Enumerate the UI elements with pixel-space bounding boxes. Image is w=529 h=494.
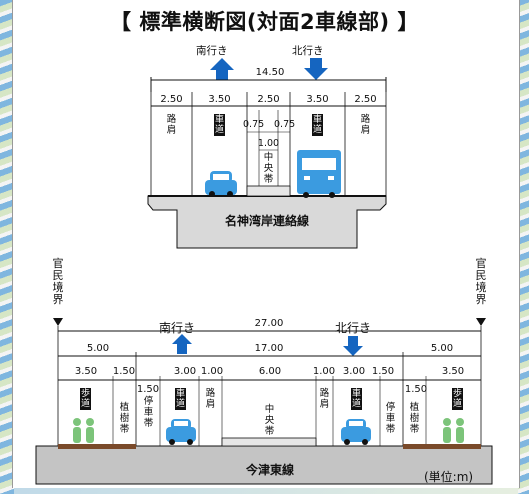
lower-width-3: 1.50 [136, 384, 160, 395]
map-strip-right [518, 0, 529, 494]
upper-width-4: 3.50 [306, 94, 329, 105]
pedestrian-icon-left [73, 418, 94, 443]
lower-width-7: 1.00 [312, 366, 336, 377]
upper-width-5: 2.50 [354, 94, 377, 105]
lower-width-2: 1.50 [112, 366, 136, 377]
south-arrow-lower-icon [172, 334, 192, 354]
lower-planting-right: 植樹帯 [409, 402, 420, 435]
lower-lane-left: 車道 [175, 388, 186, 410]
lower-center-width: 17.00 [254, 343, 284, 354]
boundary-label-left: 官民境界 [52, 257, 64, 306]
map-strip-left [0, 0, 14, 494]
upper-shoulder-right: 路肩 [360, 114, 371, 136]
road-ground [35, 437, 493, 485]
lower-total-width: 27.00 [254, 318, 284, 329]
lower-lane-right: 車道 [351, 388, 362, 410]
upper-width-3: 2.50 [257, 94, 280, 105]
lower-width-6: 6.00 [258, 366, 282, 377]
lower-width-1: 3.50 [74, 366, 98, 377]
lower-width-9: 1.50 [371, 366, 395, 377]
upper-median-width-left: 0.75 [243, 119, 265, 130]
north-arrow-icon [304, 58, 328, 80]
lower-planting-left: 植樹帯 [119, 402, 130, 435]
north-arrow-lower-icon [343, 336, 363, 356]
bridge-structure [147, 185, 387, 249]
lower-shoulder-right: 路肩 [319, 388, 330, 410]
lower-width-11: 3.50 [441, 366, 465, 377]
car-lower-right-icon [341, 419, 371, 445]
lower-median: 中央帯 [264, 404, 275, 437]
upper-width-1: 2.50 [160, 94, 183, 105]
lower-shoulder-left: 路肩 [205, 388, 216, 410]
lower-road-name: 今津東線 [245, 463, 294, 477]
lower-direction-north: 北行き [335, 321, 372, 335]
lower-parking-right: 停車帯 [385, 402, 396, 435]
upper-lane-right: 車道 [312, 114, 323, 136]
upper-direction-south: 南行き [196, 45, 228, 57]
diagram-title: 【 標準横断図(対面2車線部) 】 [110, 10, 419, 34]
lower-width-5: 1.00 [200, 366, 224, 377]
upper-total-width: 14.50 [255, 67, 285, 78]
upper-median-center: 1.00 [257, 138, 280, 149]
lower-width-4: 3.00 [173, 366, 197, 377]
lower-side-right: 5.00 [430, 343, 454, 354]
car-icon [205, 171, 237, 197]
pedestrian-icon-right [443, 418, 464, 443]
lower-width-10: 1.50 [404, 384, 428, 395]
lower-side-left: 5.00 [86, 343, 110, 354]
upper-shoulder-left: 路肩 [166, 114, 177, 136]
boundary-marker-left [53, 318, 63, 326]
upper-direction-north: 北行き [292, 45, 324, 57]
lower-parking-left: 停車帯 [143, 396, 154, 429]
south-arrow-icon [210, 58, 234, 80]
unit-label: (単位:m) [424, 470, 474, 484]
car-lower-left-icon [166, 419, 196, 445]
upper-width-2: 3.50 [208, 94, 231, 105]
lower-sidewalk-left: 歩道 [80, 388, 91, 410]
boundary-label-right: 官民境界 [475, 257, 487, 306]
lower-sidewalk-right: 歩道 [452, 388, 463, 410]
upper-median-width-right: 0.75 [274, 119, 296, 130]
lower-direction-south: 南行き [159, 321, 196, 335]
upper-road-name: 名神湾岸連絡線 [224, 214, 309, 228]
upper-lane-left: 車道 [214, 114, 225, 136]
upper-median: 中央帯 [263, 152, 274, 185]
boundary-marker-right [476, 318, 486, 326]
lower-width-8: 3.00 [342, 366, 366, 377]
truck-icon [297, 150, 341, 198]
